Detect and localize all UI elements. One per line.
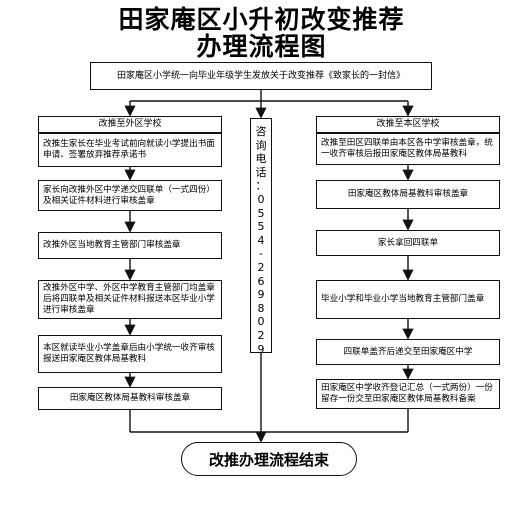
phone-number-char-6: 2 <box>257 260 265 274</box>
right-column-header-text: 改推至本区学校 <box>376 119 440 129</box>
phone-label-char-5: ： <box>255 179 267 193</box>
phone-number-char-5: - <box>259 247 263 261</box>
phone-number-char-11: 2 <box>257 328 265 342</box>
left-step-6: 田家庵区教体局基教科审核盖章 <box>38 387 222 410</box>
right-step-3-text: 家长拿回四联单 <box>377 237 439 248</box>
phone-label-char-3: 电 <box>255 152 267 166</box>
right-step-1: 改推至田区四联单由本区各中学审核盖章，统一收齐审核后报田家庵区教体局基教科 <box>316 133 500 165</box>
right-step-2-text: 田家庵区教体局基教科审核盖章 <box>347 189 469 199</box>
phone-label-char-4: 话 <box>255 165 267 179</box>
right-step-4: 毕业小学和毕业小学当地教育主管部门盖章 <box>316 280 500 319</box>
left-step-2: 家长向改推外区中学递交四联单（一式四份）及相关证件材料进行审核盖章 <box>38 180 222 211</box>
left-step-5: 本区就读毕业小学盖章后由小学统一收齐审核报送田家庵区教体局基教科 <box>38 335 222 373</box>
left-column-header-text: 改推至外区学校 <box>98 119 162 129</box>
right-step-6-text: 田家庵区中学收齐登记汇总（一式两份）一份留存一份交至田家庵区教体局基教科备案 <box>321 383 493 404</box>
phone-number-char-12: 9 <box>257 342 265 356</box>
notice-box: 田家庵区小学统一向毕业年级学生发放关于改变推荐《致家长的一封信》 <box>90 62 432 90</box>
phone-number-char-9: 8 <box>257 301 265 315</box>
right-step-2: 田家庵区教体局基教科审核盖章 <box>316 180 500 209</box>
phone-number-char-10: 0 <box>257 315 265 329</box>
page-title-line-1: 田家庵区小升初改变推荐 <box>118 5 405 34</box>
phone-number-char-7: 6 <box>257 274 265 288</box>
left-step-3-text: 改推外区当地教育主管部门审核盖章 <box>43 240 181 250</box>
page-title-line-2: 办理流程图 <box>196 32 327 61</box>
left-step-6-text: 田家庵区教体局基教科审核盖章 <box>69 393 191 403</box>
left-column-header: 改推至外区学校 <box>38 116 222 133</box>
left-step-1-text: 改推生家长在毕业考试前向就读小学提出书面申请、签署放弃推荐承诺书 <box>43 139 215 160</box>
phone-label-char-2: 询 <box>255 138 267 152</box>
right-step-5-text: 四联单盖齐后递交至田家庵区中学 <box>343 346 473 357</box>
right-step-6: 田家庵区中学收齐登记汇总（一式两份）一份留存一份交至田家庵区教体局基教科备案 <box>316 379 500 409</box>
left-step-3: 改推外区当地教育主管部门审核盖章 <box>38 232 222 259</box>
phone-number-char-4: 4 <box>257 233 265 247</box>
flow-end-text: 改推办理流程结束 <box>208 450 329 469</box>
phone-number-char-8: 9 <box>257 288 265 302</box>
right-step-5: 四联单盖齐后递交至田家庵区中学 <box>316 339 500 365</box>
flow-end-terminator: 改推办理流程结束 <box>181 442 357 476</box>
left-step-1: 改推生家长在毕业考试前向就读小学提出书面申请、签署放弃推荐承诺书 <box>38 133 222 167</box>
left-step-4: 改推外区中学、外区中学教育主管部门均盖章后将四联单及相关证件材料报送本区毕业小学… <box>38 280 222 319</box>
right-step-1-text: 改推至田区四联单由本区各中学审核盖章，统一收齐审核后报田家庵区教体局基教科 <box>321 138 493 159</box>
phone-number-char-3: 5 <box>257 220 265 234</box>
right-step-3: 家长拿回四联单 <box>316 230 500 256</box>
right-step-4-text: 毕业小学和毕业小学当地教育主管部门盖章 <box>321 294 485 304</box>
phone-contact-box: 咨 询 电 话 ： 0 5 5 4 - 2 6 9 8 0 2 9 <box>250 118 272 356</box>
phone-number-char-1: 0 <box>257 192 265 206</box>
left-step-4-text: 改推外区中学、外区中学教育主管部门均盖章后将四联单及相关证件材料报送本区毕业小学… <box>43 283 215 315</box>
notice-text: 田家庵区小学统一向毕业年级学生发放关于改变推荐《致家长的一封信》 <box>116 70 405 81</box>
left-step-2-text: 家长向改推外区中学递交四联单（一式四份）及相关证件材料进行审核盖章 <box>43 184 215 206</box>
phone-number-char-2: 5 <box>257 206 265 220</box>
right-column-header: 改推至本区学校 <box>316 116 500 133</box>
left-step-5-text: 本区就读毕业小学盖章后由小学统一收齐审核报送田家庵区教体局基教科 <box>43 343 215 364</box>
phone-label-char-1: 咨 <box>255 125 267 138</box>
